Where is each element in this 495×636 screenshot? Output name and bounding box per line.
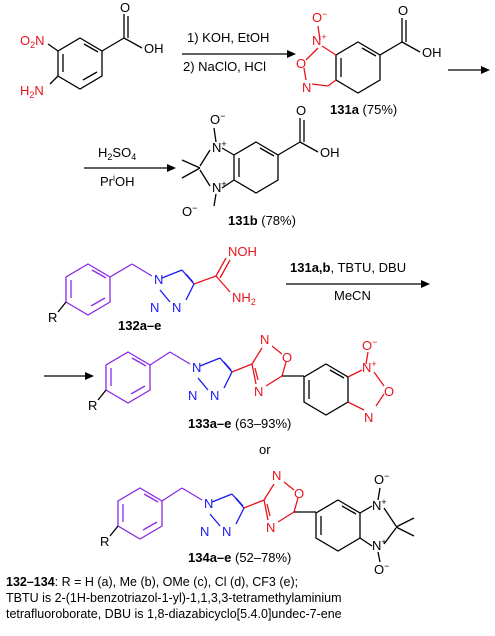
compound-134-benzimidazole — [294, 487, 415, 563]
compound-131a-structure — [335, 18, 421, 94]
131b-n-plus-top: N+ — [212, 139, 227, 155]
134-n-plus-bottom: N+ — [372, 537, 387, 553]
131a-n-plus: N+ — [312, 32, 327, 48]
131a-carboxyl-oh: OH — [422, 45, 442, 60]
133-oxadiazole-n: N — [260, 332, 269, 347]
footnote-compounds: 132–134 — [6, 575, 55, 589]
reaction-arrow-continue — [448, 66, 490, 74]
compound-132-label: 132a–e — [118, 318, 161, 333]
133-ring-o: O — [384, 384, 394, 399]
compound-131b-label: 131b (78%) — [228, 213, 296, 228]
furoxan-ring-133 — [347, 351, 385, 411]
132-triazole-n3: N — [172, 300, 181, 315]
reaction3-reagent-2: MeCN — [334, 288, 371, 303]
131a-ring-o: O — [296, 56, 306, 71]
or-label: or — [259, 442, 271, 457]
compound-131a-label: 131a (75%) — [330, 102, 397, 117]
133-ring-n: N — [364, 410, 373, 425]
132-r-group: R — [48, 310, 57, 325]
furoxan-ring-131a — [303, 25, 337, 87]
133-oxadiazole-n2: N — [254, 384, 263, 399]
133-triazole-n2: N — [188, 388, 197, 403]
131a-carboxyl-o: O — [398, 3, 408, 18]
footnote-line-3: tetrafluoroborate, DBU is 1,8-diazabicyc… — [6, 607, 342, 621]
compound-133-label: 133a–e (63–93%) — [188, 416, 291, 431]
134-oxadiazole-n: N — [272, 468, 281, 483]
134-oxadiazole-o: O — [294, 486, 304, 501]
footnote-line-1: 132–134: R = H (a), Me (b), OMe (c), Cl … — [6, 574, 492, 590]
nitro-label: O2N — [20, 33, 45, 50]
134-oxadiazole-n2: N — [266, 520, 275, 535]
131b-o-minus-top: O− — [210, 111, 225, 127]
reaction-arrow-1 — [182, 50, 296, 58]
134-triazole-n2: N — [200, 524, 209, 539]
carboxyl-oh-label: OH — [144, 41, 164, 56]
131b-n-plus-bottom: N+ — [212, 179, 227, 195]
131b-carboxyl-o: O — [296, 103, 306, 118]
carboxyl-o-label: O — [120, 0, 130, 15]
amine-label: H2N — [20, 83, 44, 100]
compound-132-benzyl — [65, 263, 153, 316]
compound-131b-structure — [181, 118, 319, 207]
compound-132-amidoxime — [193, 257, 231, 293]
132-triazole-n1: N — [154, 272, 163, 287]
131b-o-minus-bottom: O− — [182, 203, 197, 219]
starting-material — [47, 14, 143, 90]
134-triazole-n1: N — [204, 496, 213, 511]
compound-134-triazole — [209, 493, 245, 527]
133-triazole-n1: N — [192, 360, 201, 375]
footnote-line-2: TBTU is 2-(1H-benzotriazol-1-yl)-1,1,3,3… — [6, 591, 342, 605]
compound-133-benzofuroxan — [282, 363, 349, 416]
compound-134-benzyl — [117, 487, 203, 540]
reaction-arrow-2 — [84, 164, 176, 172]
reaction-arrow-3 — [286, 280, 430, 288]
footnote-substituents: : R = H (a), Me (b), OMe (c), Cl (d), CF… — [54, 575, 299, 589]
compound-133-oxadiazole — [231, 345, 287, 387]
134-r-group: R — [100, 534, 109, 549]
132-nh2: NH2 — [232, 290, 256, 307]
131a-ring-n: N — [302, 80, 311, 95]
compound-133-triazole — [197, 357, 233, 391]
reaction1-reagent-1: 1) KOH, EtOH — [187, 30, 269, 45]
scheme-footnote: 132–134: R = H (a), Me (b), OMe (c), Cl … — [6, 574, 492, 622]
134-n-plus-top: N+ — [372, 497, 387, 513]
133-oxadiazole-o: O — [282, 350, 292, 365]
131a-o-minus: O− — [312, 9, 327, 25]
compound-133-benzyl — [105, 351, 191, 404]
133-triazole-n3: N — [210, 388, 219, 403]
133-r-group: R — [88, 398, 97, 413]
reaction2-reagent-1: H2SO4 — [98, 145, 136, 162]
reaction-arrow-4 — [44, 372, 94, 380]
reaction2-reagent-2: PriOH — [100, 173, 135, 189]
133-o-minus: O− — [362, 337, 377, 353]
131b-carboxyl-oh: OH — [320, 145, 340, 160]
compound-134-label: 134a–e (52–78%) — [188, 550, 291, 565]
132-triazole-n2: N — [150, 300, 159, 315]
134-o-minus-top: O− — [374, 471, 389, 487]
134-triazole-n3: N — [222, 524, 231, 539]
reaction3-reagent-1: 131a,b, TBTU, DBU — [290, 260, 406, 275]
132-noh: NOH — [228, 244, 257, 259]
reaction1-reagent-2: 2) NaClO, HCl — [183, 59, 266, 74]
compound-134-oxadiazole — [243, 481, 299, 523]
compound-132-triazole — [159, 269, 195, 303]
